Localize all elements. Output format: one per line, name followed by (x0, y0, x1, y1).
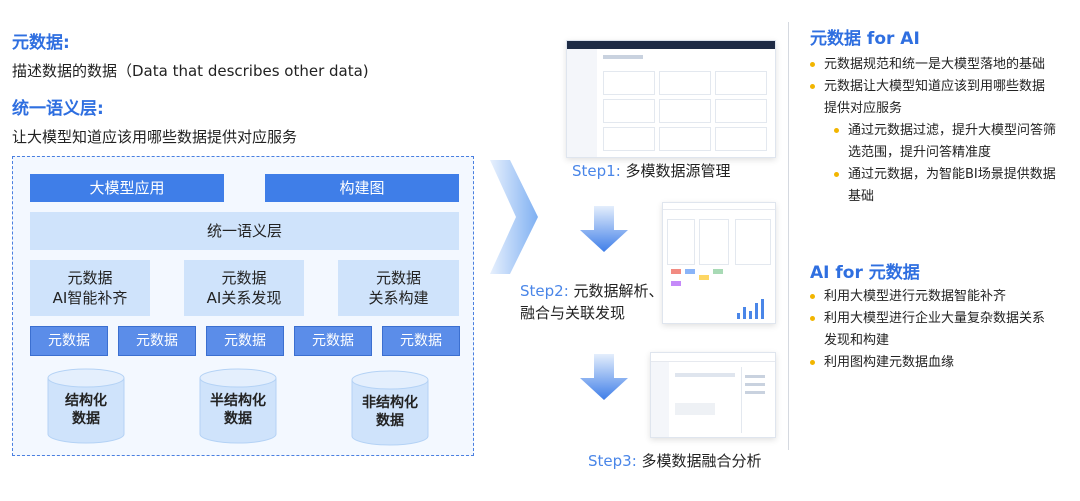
bullet-icon (810, 360, 815, 365)
semantic-layer-box: 统一语义层 (30, 212, 459, 250)
step1-label: Step1: 多模数据源管理 (572, 160, 731, 181)
list-item-continuation: 提供对应服务 (824, 101, 903, 116)
ai-completion-line1: 元数据 (67, 269, 113, 287)
structured-line2: 数据 (72, 411, 100, 427)
metadata-description: 描述数据的数据（Data that describes other data) (12, 62, 369, 80)
bullet-icon (810, 294, 815, 299)
metadata-chip: 元数据 (206, 326, 284, 356)
semi-structured-line1: 半结构化 (210, 393, 266, 409)
chevron-right-icon (490, 160, 538, 274)
metadata-chip: 元数据 (382, 326, 460, 356)
unstructured-line1: 非结构化 (362, 395, 418, 411)
sub-list-item: 通过元数据过滤，提升大模型问答筛 (810, 120, 1070, 142)
build-graph-box: 构建图 (265, 174, 459, 202)
list-item: 元数据规范和统一是大模型落地的基础 (810, 54, 1070, 76)
bullet-icon (834, 128, 839, 133)
list-item-continuation: 发现和构建 (824, 333, 890, 348)
relation-build-line1: 元数据 (375, 269, 421, 287)
unstructured-line2: 数据 (376, 413, 404, 429)
step2-text-a: 元数据解析、 (573, 282, 664, 300)
metadata-for-ai-list: 元数据规范和统一是大模型落地的基础 元数据让大模型知道应该到用哪些数据 提供对应… (810, 54, 1070, 208)
list-item: 元数据让大模型知道应该到用哪些数据 (810, 76, 1070, 98)
ai-relation-line2: AI关系发现 (206, 289, 282, 307)
ai-for-metadata-list: 利用大模型进行元数据智能补齐 利用大模型进行企业大量复杂数据关系 发现和构建 利… (810, 286, 1070, 374)
bullet-icon (810, 62, 815, 67)
step1-screenshot (566, 40, 776, 158)
step2-number: Step2: (520, 282, 569, 300)
list-item: 利用大模型进行企业大量复杂数据关系 (810, 308, 1070, 330)
sub-list-item-continuation: 选范围，提升问答精准度 (848, 145, 992, 160)
semantic-layer-title: 统一语义层: (12, 99, 104, 119)
relation-build-line2: 关系构建 (368, 289, 429, 307)
arrow-down-icon (580, 206, 628, 252)
ai-completion-line2: AI智能补齐 (52, 289, 128, 307)
list-item: 利用大模型进行元数据智能补齐 (810, 286, 1070, 308)
step3-label: Step3: 多模数据融合分析 (588, 450, 762, 471)
metadata-chip: 元数据 (30, 326, 108, 356)
semi-structured-data-cylinder: 半结构化 数据 (198, 368, 278, 446)
semantic-layer-description: 让大模型知道应该用哪些数据提供对应服务 (12, 128, 298, 146)
ai-completion-box: 元数据 AI智能补齐 (30, 260, 150, 316)
step3-number: Step3: (588, 452, 637, 470)
ai-relation-line1: 元数据 (221, 269, 267, 287)
sub-list-item: 通过元数据，为智能BI场景提供数据 (810, 164, 1070, 186)
metadata-chip: 元数据 (294, 326, 372, 356)
step2-text-b: 融合与关联发现 (520, 304, 626, 322)
relation-build-box: 元数据 关系构建 (338, 260, 459, 316)
list-item: 利用图构建元数据血缘 (810, 352, 1070, 374)
ai-relation-discovery-box: 元数据 AI关系发现 (184, 260, 304, 316)
step3-text: 多模数据融合分析 (641, 452, 762, 470)
llm-application-box: 大模型应用 (30, 174, 224, 202)
step2-label: Step2: 元数据解析、 (520, 280, 664, 301)
unstructured-data-cylinder: 非结构化 数据 (350, 370, 430, 448)
metadata-for-ai-title: 元数据 for AI (810, 29, 920, 49)
divider (788, 22, 789, 450)
structured-data-cylinder: 结构化 数据 (46, 368, 126, 446)
step1-text: 多模数据源管理 (625, 162, 731, 180)
ai-for-metadata-title: AI for 元数据 (810, 263, 920, 283)
step2-screenshot (662, 202, 776, 324)
sub-list-item-continuation: 基础 (848, 189, 875, 204)
arrow-down-icon (580, 354, 628, 400)
metadata-chip: 元数据 (118, 326, 196, 356)
bullet-icon (810, 84, 815, 89)
bullet-icon (834, 172, 839, 177)
bullet-icon (810, 316, 815, 321)
step3-screenshot (650, 352, 776, 438)
metadata-title: 元数据: (12, 33, 70, 53)
semi-structured-line2: 数据 (224, 411, 252, 427)
step1-number: Step1: (572, 162, 621, 180)
structured-line1: 结构化 (65, 393, 107, 409)
